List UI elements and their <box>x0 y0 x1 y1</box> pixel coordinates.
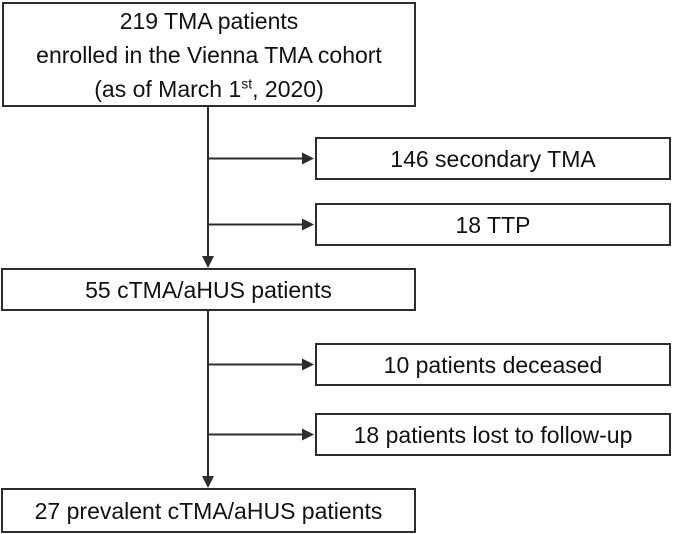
box-ttp: 18 TTP <box>315 203 671 246</box>
total-line-3-pre: (as of March 1 <box>94 75 242 102</box>
box-prevalent-ctma-ahus: 27 prevalent cTMA/aHUS patients <box>1 488 416 533</box>
box-lost-to-follow-up-label: 18 patients lost to follow-up <box>353 421 633 448</box>
box-enrolled-total-text: 219 TMA patients enrolled in the Vienna … <box>36 4 382 106</box>
box-lost-to-follow-up: 18 patients lost to follow-up <box>315 413 671 456</box>
total-line-3: (as of March 1st, 2020) <box>36 72 382 106</box>
arrowhead-down-icon <box>202 256 214 268</box>
box-ttp-label: 18 TTP <box>455 211 531 238</box>
box-secondary-tma: 146 secondary TMA <box>315 137 671 180</box>
arrowhead-right-icon <box>302 358 314 371</box>
arrowhead-right-icon <box>302 428 314 441</box>
box-patients-deceased-label: 10 patients deceased <box>383 351 603 378</box>
box-ctma-ahus-label: 55 cTMA/aHUS patients <box>85 276 332 303</box>
total-line-3-superscript: st <box>241 74 253 91</box>
arrowhead-right-icon <box>302 218 314 231</box>
box-patients-deceased: 10 patients deceased <box>315 343 671 386</box>
arrowhead-down-icon <box>202 476 214 488</box>
total-line-2: enrolled in the Vienna TMA cohort <box>36 41 382 68</box>
box-secondary-tma-label: 146 secondary TMA <box>390 145 596 172</box>
box-ctma-ahus: 55 cTMA/aHUS patients <box>1 268 416 311</box>
box-prevalent-ctma-ahus-label: 27 prevalent cTMA/aHUS patients <box>34 497 383 524</box>
arrowhead-right-icon <box>302 152 314 165</box>
box-enrolled-total: 219 TMA patients enrolled in the Vienna … <box>2 2 416 107</box>
total-line-1: 219 TMA patients <box>119 7 299 34</box>
total-line-3-post: , 2020) <box>252 75 324 102</box>
